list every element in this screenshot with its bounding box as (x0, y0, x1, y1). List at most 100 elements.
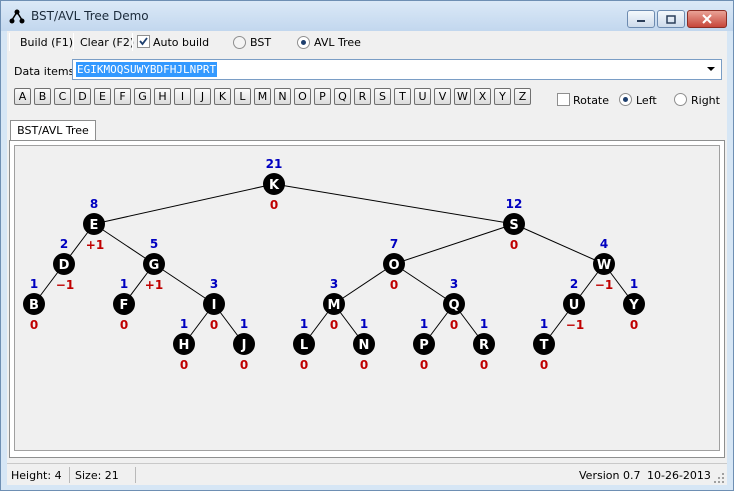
node-balance-label: 0 (120, 318, 128, 332)
letter-button-d[interactable]: D (74, 88, 91, 105)
node-balance-label: 0 (180, 358, 188, 372)
tree-node-r: R10 (473, 317, 495, 372)
node-key-label: E (90, 218, 99, 233)
letter-button-y[interactable]: Y (494, 88, 511, 105)
letter-button-s[interactable]: S (374, 88, 391, 105)
node-size-label: 2 (60, 237, 68, 251)
node-circle (383, 253, 405, 275)
check-icon (139, 37, 148, 46)
letter-button-r[interactable]: R (354, 88, 371, 105)
right-radio[interactable] (674, 93, 687, 106)
chevron-down-icon (707, 67, 715, 71)
letter-button-t[interactable]: T (394, 88, 411, 105)
bst-label: BST (250, 36, 272, 49)
node-circle (323, 293, 345, 315)
title-bar[interactable]: BST/AVL Tree Demo (1, 1, 733, 31)
node-balance-label: −1 (595, 278, 613, 292)
clear-button[interactable]: Clear (F2) (80, 36, 135, 49)
letter-button-u[interactable]: U (414, 88, 431, 105)
letter-button-q[interactable]: Q (334, 88, 351, 105)
tree-edge-e-g (93, 223, 155, 265)
node-size-label: 5 (150, 237, 158, 251)
letter-button-n[interactable]: N (274, 88, 291, 105)
node-circle (263, 173, 285, 195)
avl-tree-radio[interactable] (297, 36, 310, 49)
dropdown-button[interactable] (703, 61, 719, 78)
build-button[interactable]: Build (F1) (20, 36, 74, 49)
node-circle (593, 253, 615, 275)
node-size-label: 1 (30, 277, 38, 291)
letter-button-b[interactable]: B (34, 88, 51, 105)
node-balance-label: +1 (86, 238, 104, 252)
node-circle (293, 333, 315, 355)
toolbar-separator (9, 33, 10, 51)
rotate-checkbox[interactable] (557, 93, 570, 106)
data-items-combobox[interactable]: EGIKMOQSUWYBDFHJLNPRT (72, 59, 722, 80)
maximize-button[interactable] (657, 10, 685, 28)
letter-button-l[interactable]: L (234, 88, 251, 105)
node-balance-label: −1 (566, 318, 584, 332)
tab-bst-avl-tree[interactable]: BST/AVL Tree (10, 120, 96, 141)
bst-radio[interactable] (233, 36, 246, 49)
toolbar-separator (132, 33, 133, 51)
letter-button-o[interactable]: O (294, 88, 311, 105)
node-circle (623, 293, 645, 315)
tree-node-m: M30 (323, 277, 345, 332)
node-circle (113, 293, 135, 315)
letter-button-m[interactable]: M (254, 88, 271, 105)
letter-button-g[interactable]: G (134, 88, 151, 105)
letter-button-z[interactable]: Z (514, 88, 531, 105)
letter-button-e[interactable]: E (94, 88, 111, 105)
letter-button-w[interactable]: W (454, 88, 471, 105)
close-icon (702, 14, 712, 24)
node-balance-label: 0 (360, 358, 368, 372)
node-key-label: Q (448, 298, 459, 313)
letter-button-k[interactable]: K (214, 88, 231, 105)
tree-node-q: Q30 (443, 277, 465, 332)
node-key-label: F (120, 298, 129, 313)
minimize-button[interactable] (627, 10, 655, 28)
node-circle (473, 333, 495, 355)
tree-node-u: U2−1 (563, 277, 585, 332)
node-key-label: S (509, 218, 518, 233)
node-circle (203, 293, 225, 315)
node-size-label: 4 (600, 237, 608, 251)
tree-node-j: J10 (233, 317, 255, 372)
status-height: Height: 4 (11, 469, 62, 482)
right-label: Right (691, 94, 720, 107)
data-items-value[interactable]: EGIKMOQSUWYBDFHJLNPRT (76, 62, 218, 77)
node-size-label: 1 (240, 317, 248, 331)
node-size-label: 1 (300, 317, 308, 331)
resize-grip-icon[interactable] (713, 472, 725, 484)
node-key-label: L (300, 338, 308, 353)
node-size-label: 1 (480, 317, 488, 331)
node-key-label: O (388, 258, 399, 273)
letter-button-a[interactable]: A (14, 88, 31, 105)
node-size-label: 7 (390, 237, 398, 251)
letter-button-p[interactable]: P (314, 88, 331, 105)
tree-node-y: Y10 (623, 277, 645, 332)
node-size-label: 1 (360, 317, 368, 331)
status-separator (69, 467, 70, 483)
letter-button-v[interactable]: V (434, 88, 451, 105)
letter-button-x[interactable]: X (474, 88, 491, 105)
node-balance-label: 0 (540, 358, 548, 372)
tree-edge-o-q (393, 263, 455, 305)
node-balance-label: 0 (630, 318, 638, 332)
letter-button-i[interactable]: I (174, 88, 191, 105)
tree-node-d: D2−1 (53, 237, 75, 292)
auto-build-checkbox[interactable] (137, 35, 150, 48)
letter-button-j[interactable]: J (194, 88, 211, 105)
close-button[interactable] (687, 10, 727, 28)
maximize-icon (666, 14, 676, 24)
node-circle (53, 253, 75, 275)
letter-button-c[interactable]: C (54, 88, 71, 105)
left-radio[interactable] (619, 93, 632, 106)
letter-button-f[interactable]: F (114, 88, 131, 105)
letter-button-h[interactable]: H (154, 88, 171, 105)
